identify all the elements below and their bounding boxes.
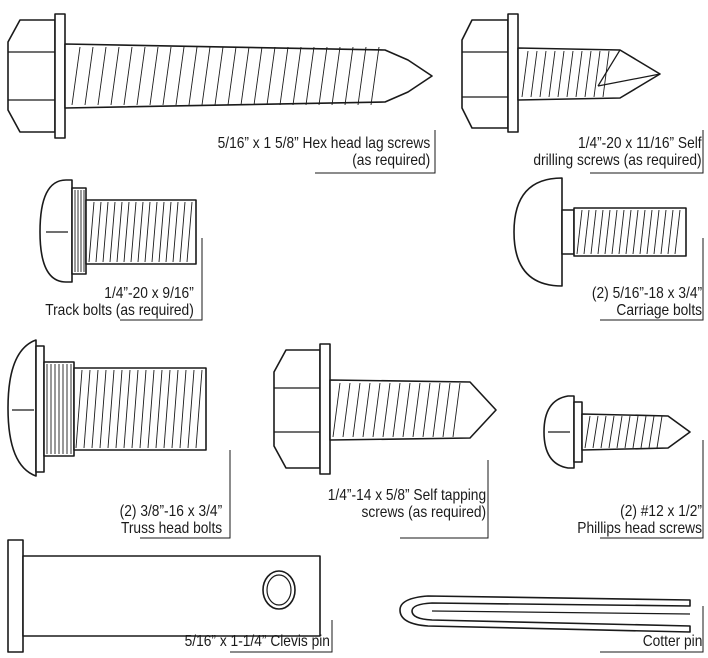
track-bolt-label-line: Track bolts (as required): [45, 302, 194, 319]
phillips-head-screw-icon: [543, 395, 691, 469]
self-tapping-screw-label-line: screws (as required): [361, 504, 486, 521]
self-tapping-screw-leader: [400, 460, 489, 539]
self-drilling-screw-leader: [590, 130, 704, 174]
self-drilling-screw-label: 1/4”-20 x 11/16” Self drilling screws (a…: [534, 135, 702, 169]
track-bolt-icon: [39, 179, 197, 283]
track-bolt-label-line: 1/4”-20 x 9/16”: [104, 285, 194, 302]
truss-head-bolt-icon: [7, 339, 207, 477]
carriage-bolt-label: (2) 5/16”-18 x 3/4” Carriage bolts: [592, 285, 702, 319]
carriage-bolt-label-line: Carriage bolts: [616, 302, 702, 319]
carriage-bolt-label-line: (2) 5/16”-18 x 3/4”: [591, 285, 702, 302]
carriage-bolt-icon: [513, 177, 687, 287]
self-drilling-screw-label-line: drilling screws (as required): [533, 152, 702, 169]
hex-lag-screw-leader: [315, 130, 436, 174]
self-drilling-screw-icon: [461, 13, 661, 133]
carriage-bolt-leader: [600, 238, 704, 321]
cotter-pin-icon: [399, 595, 691, 633]
hex-lag-screw-icon: [7, 13, 433, 139]
track-bolt-label: 1/4”-20 x 9/16” Track bolts (as required…: [45, 285, 194, 319]
hex-lag-screw-label-line: 5/16” x 1 5/8” Hex head lag screws: [217, 135, 430, 152]
cotter-pin-leader: [600, 606, 704, 653]
self-tapping-screw-label-line: 1/4”-14 x 5/8” Self tapping: [327, 487, 486, 504]
clevis-pin-leader: [230, 620, 333, 653]
self-tapping-screw-label: 1/4”-14 x 5/8” Self tapping screws (as r…: [328, 487, 486, 521]
track-bolt-leader: [120, 238, 203, 321]
clevis-pin-icon: [7, 539, 321, 653]
clevis-pin-label-line: 5/16” x 1-1/4” Clevis pin: [184, 633, 330, 650]
cotter-pin-label: Cotter pin: [642, 633, 702, 650]
phillips-head-screw-label-line: (2) #12 x 1/2”: [620, 503, 702, 520]
clevis-pin-label: 5/16” x 1-1/4” Clevis pin: [185, 633, 330, 650]
hex-lag-screw-label-line: (as required): [351, 152, 430, 169]
cotter-pin-label-line: Cotter pin: [642, 633, 702, 650]
truss-head-bolt-leader: [140, 450, 231, 539]
phillips-head-screw-leader: [600, 440, 704, 539]
phillips-head-screw-label: (2) #12 x 1/2” Phillips head screws: [577, 503, 702, 537]
self-tapping-screw-icon: [273, 343, 497, 475]
truss-head-bolt-label-line: Truss head bolts: [120, 520, 222, 537]
self-drilling-screw-label-line: 1/4”-20 x 11/16” Self: [578, 135, 702, 152]
hex-lag-screw-label: 5/16” x 1 5/8” Hex head lag screws (as r…: [217, 135, 430, 169]
truss-head-bolt-label: (2) 3/8”-16 x 3/4” Truss head bolts: [120, 503, 222, 537]
truss-head-bolt-label-line: (2) 3/8”-16 x 3/4”: [119, 503, 222, 520]
phillips-head-screw-label-line: Phillips head screws: [577, 520, 702, 537]
